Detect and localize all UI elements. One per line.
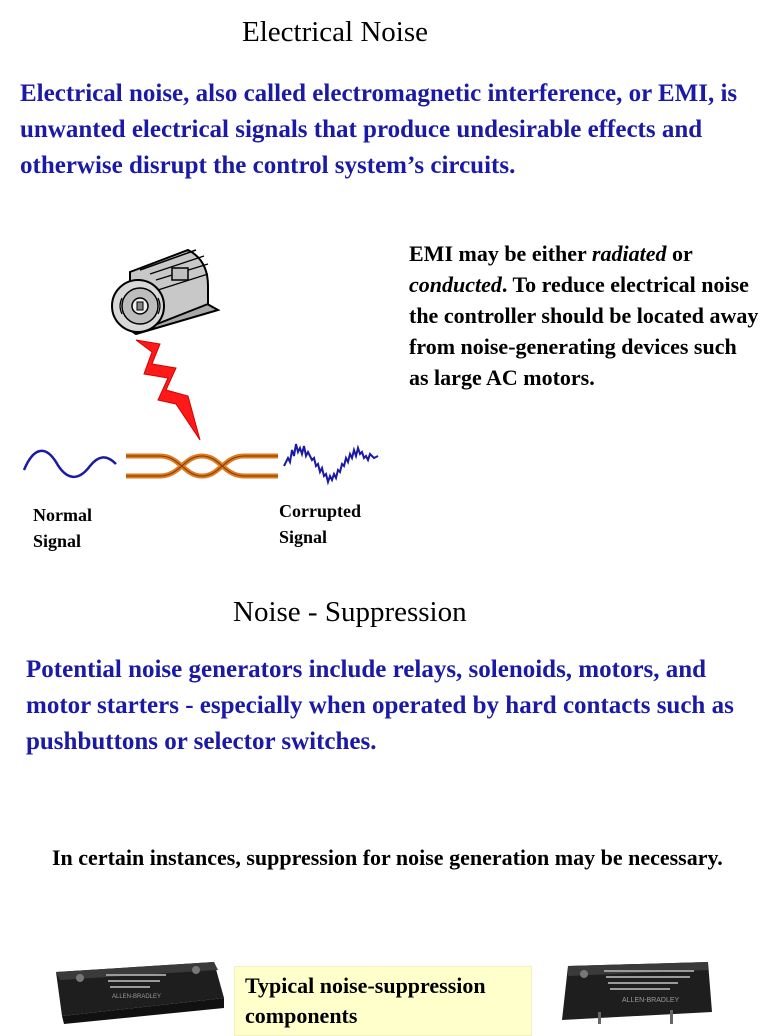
noise-suppressor-device-left-image: ALLEN-BRADLEY	[56, 962, 224, 1024]
suppression-instances-paragraph: In certain instances, suppression for no…	[52, 845, 723, 870]
noise-suppressor-device-right-image: ALLEN-BRADLEY	[562, 962, 712, 1024]
components-caption: Typical noise-suppression components	[245, 973, 486, 1028]
components-caption-box: Typical noise-suppression components	[234, 966, 532, 1036]
page-title: Electrical Noise	[242, 16, 428, 48]
twisted-wire-icon	[126, 453, 278, 479]
corrupted-signal-wave-icon	[283, 443, 379, 486]
radiated-term: radiated	[591, 241, 667, 266]
corrupted-signal-label: Corrupted Signal	[279, 501, 361, 547]
normal-signal-wave-icon	[22, 449, 117, 478]
left-device-brand: ALLEN-BRADLEY	[112, 994, 161, 1000]
lightning-bolt-icon	[135, 339, 201, 441]
section-title-noise-suppression: Noise - Suppression	[233, 596, 467, 628]
right-device-brand: ALLEN-BRADLEY	[622, 997, 680, 1004]
emi-reduction-paragraph: EMI may be either radiated or conducted.…	[409, 241, 759, 390]
normal-signal-label: Normal Signal	[33, 505, 92, 551]
emi-definition-paragraph: Electrical noise, also called electromag…	[20, 80, 738, 179]
noise-generators-paragraph: Potential noise generators include relay…	[26, 656, 734, 755]
conducted-term: conducted	[409, 272, 502, 297]
ac-motor-icon	[111, 248, 220, 336]
